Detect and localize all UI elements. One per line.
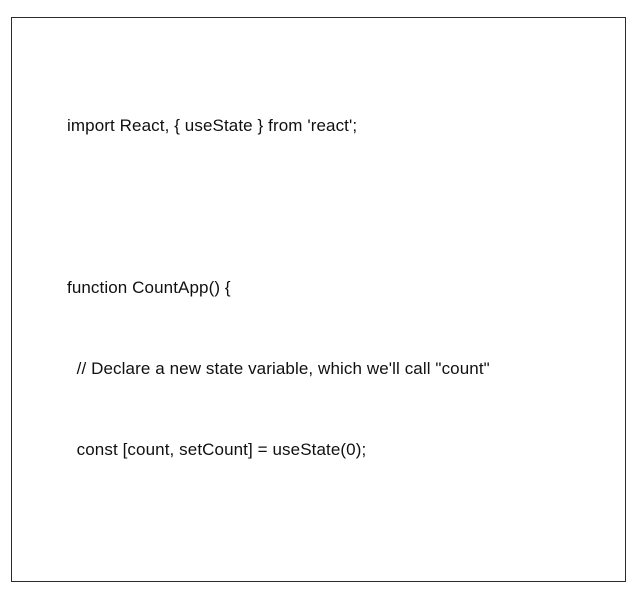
code-line: const [count, setCount] = useState(0); [67, 440, 367, 459]
code-line [67, 517, 621, 544]
code-line [67, 193, 621, 220]
code-block: import React, { useState } from 'react';… [67, 58, 621, 581]
document-frame: import React, { useState } from 'react';… [11, 17, 626, 582]
code-line: // Declare a new state variable, which w… [67, 359, 490, 378]
code-line: function CountApp() { [67, 278, 231, 297]
code-line: import React, { useState } from 'react'; [67, 116, 358, 135]
